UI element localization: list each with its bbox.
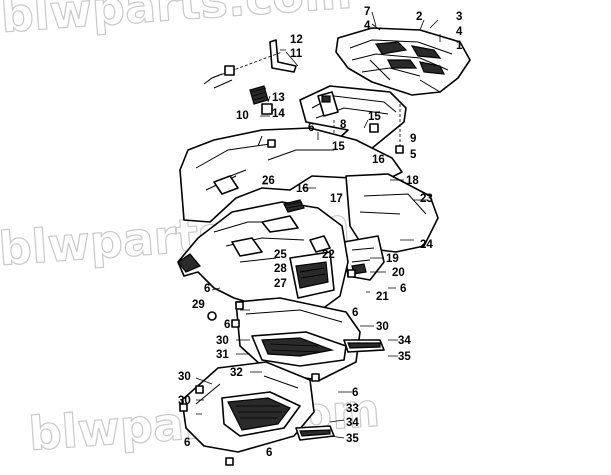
callout-22: 22 bbox=[322, 249, 335, 261]
callout-20: 20 bbox=[392, 267, 405, 279]
callout-15: 15 bbox=[368, 111, 381, 123]
callout-34: 34 bbox=[398, 335, 411, 347]
callout-6-g: 6 bbox=[352, 387, 358, 399]
callout-27: 27 bbox=[274, 278, 287, 290]
callout-6-f: 6 bbox=[352, 307, 358, 319]
callout-21: 21 bbox=[376, 291, 389, 303]
callout-17: 17 bbox=[330, 193, 343, 205]
callout-29: 29 bbox=[192, 299, 205, 311]
rear-rack bbox=[335, 27, 471, 96]
callout-6-e: 6 bbox=[224, 319, 230, 331]
callout-5: 5 bbox=[410, 149, 417, 161]
callout-34-b: 34 bbox=[346, 417, 359, 429]
callout-30-d: 30 bbox=[178, 395, 191, 407]
callout-19: 19 bbox=[386, 253, 399, 265]
footrest-bars bbox=[295, 339, 385, 441]
callout-30-c: 30 bbox=[178, 371, 191, 383]
callout-35-b: 35 bbox=[346, 433, 359, 445]
callout-35: 35 bbox=[398, 351, 411, 363]
footwell-upper bbox=[235, 297, 361, 381]
callout-32: 32 bbox=[230, 367, 243, 379]
callout-16: 16 bbox=[372, 154, 385, 166]
callout-30-b: 30 bbox=[216, 335, 229, 347]
callout-23: 23 bbox=[420, 193, 433, 205]
callout-4: 4 bbox=[364, 20, 371, 32]
callout-8: 8 bbox=[340, 119, 347, 131]
callout-26: 26 bbox=[262, 175, 275, 187]
callout-18: 18 bbox=[406, 175, 419, 187]
callout-6-c: 6 bbox=[400, 283, 406, 295]
fasteners bbox=[179, 139, 356, 466]
footwell-lower bbox=[181, 361, 315, 453]
callout-7: 7 bbox=[364, 6, 370, 18]
callout-30: 30 bbox=[376, 321, 389, 333]
callout-6-i: 6 bbox=[266, 447, 272, 459]
callout-14: 14 bbox=[272, 108, 285, 120]
callout-6: 6 bbox=[308, 122, 314, 134]
side-panel-right bbox=[343, 173, 439, 281]
leader-lines bbox=[195, 11, 441, 439]
callout-31: 31 bbox=[216, 349, 229, 361]
callout-2: 2 bbox=[416, 11, 422, 23]
callout-24: 24 bbox=[420, 239, 433, 251]
callout-9: 9 bbox=[410, 133, 416, 145]
callout-10: 10 bbox=[236, 110, 249, 122]
callout-13: 13 bbox=[272, 92, 285, 104]
callout-3: 3 bbox=[456, 11, 462, 23]
callout-6-h: 6 bbox=[184, 437, 190, 449]
callout-11: 11 bbox=[290, 48, 303, 60]
center-body bbox=[177, 199, 349, 319]
callout-28: 28 bbox=[274, 263, 287, 275]
callout-16-b: 16 bbox=[296, 183, 309, 195]
callout-25: 25 bbox=[274, 249, 287, 261]
callout-12: 12 bbox=[290, 34, 303, 46]
callout-15-b: 15 bbox=[332, 141, 345, 153]
hitch-assembly bbox=[203, 39, 297, 115]
callout-labels: 7 4 2 3 4 1 12 11 13 14 10 6 8 15 15 9 5… bbox=[178, 6, 463, 459]
callout-4-b: 4 bbox=[456, 26, 463, 38]
callout-33: 33 bbox=[346, 403, 359, 415]
callout-1: 1 bbox=[456, 40, 463, 52]
callout-6-d: 6 bbox=[204, 283, 210, 295]
